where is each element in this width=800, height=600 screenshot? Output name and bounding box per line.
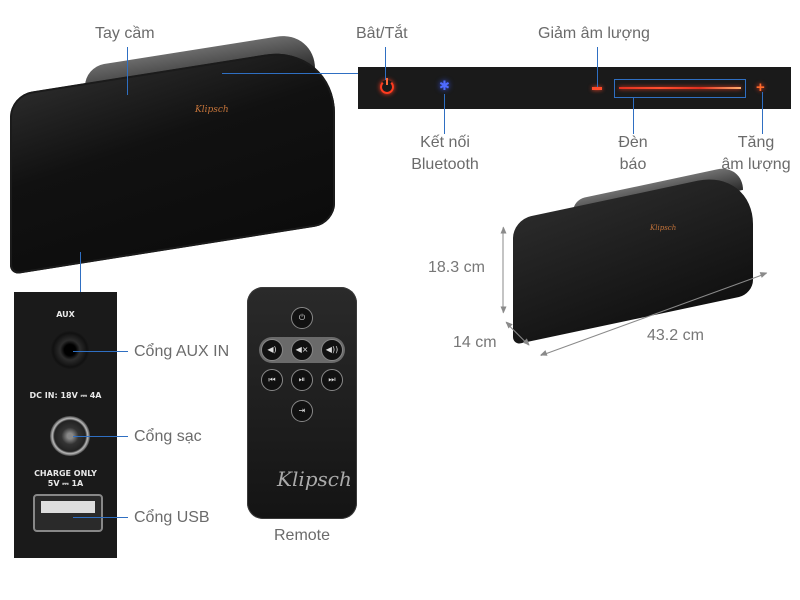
volume-down-label: Giảm âm lượng [538, 25, 650, 42]
aux-in-label: Cổng AUX IN [134, 343, 230, 360]
remote-mute-icon: ◀× [291, 339, 313, 361]
remote-volume-down-icon: ◀) [261, 339, 283, 361]
charge-label: Cổng sạc [134, 428, 202, 445]
remote-control: ⏻ ◀) ◀× ◀)) ⏮ ⏯ ⏭ ⇥ Klipsch [247, 287, 357, 519]
bluetooth-label-line1: Kết nối [420, 134, 470, 151]
charge-callout-line [73, 436, 128, 437]
volume-up-callout-line [762, 92, 763, 134]
indicator-label-line1: Đèn [618, 134, 648, 151]
speaker-body [10, 43, 335, 275]
remote-play-pause-icon: ⏯ [291, 369, 313, 391]
remote-label: Remote [273, 527, 331, 544]
port-panel-callout-line [80, 252, 81, 292]
indicator-label-line2: báo [619, 156, 647, 173]
aux-callout-line [73, 351, 128, 352]
klipsch-logo: Klipsch [195, 105, 229, 115]
remote-input-icon: ⇥ [291, 400, 313, 422]
remote-volume-up-icon: ◀)) [321, 339, 343, 361]
charge-only-text: CHARGE ONLY [34, 469, 97, 478]
bluetooth-callout-line [444, 94, 445, 134]
height-label: 18.3 cm [428, 259, 485, 276]
control-strip: ✱ + [358, 67, 791, 109]
led-indicator-bar [619, 87, 741, 89]
speaker-dimensions-view: Klipsch [513, 163, 753, 345]
usb-port-icon [33, 494, 103, 532]
control-strip-callout-line [222, 73, 359, 74]
speaker-front-view: Klipsch [10, 30, 335, 275]
aux-text: AUX [56, 310, 75, 319]
remote-next-icon: ⏭ [321, 369, 343, 391]
width-label: 43.2 cm [647, 327, 704, 344]
power-icon [380, 78, 394, 94]
power-label: Bât/Tắt [356, 25, 408, 42]
remote-power-icon: ⏻ [291, 307, 313, 329]
handle-label: Tay cầm [95, 25, 155, 42]
volume-up-label-line2: âm lượng [721, 156, 791, 173]
depth-label: 14 cm [453, 334, 497, 351]
volume-up-icon: + [756, 79, 765, 96]
usb-label: Cổng USB [134, 509, 210, 526]
bluetooth-icon: ✱ [439, 79, 450, 94]
charge-spec-text: 5V ⎓ 1A [47, 479, 84, 488]
speaker-dim-body [513, 168, 753, 345]
remote-previous-icon: ⏮ [261, 369, 283, 391]
volume-up-label-line1: Tăng [737, 134, 775, 151]
height-arrow [502, 227, 504, 313]
indicator-highlight [614, 79, 746, 98]
volume-down-callout-line [597, 47, 598, 87]
volume-down-icon [592, 87, 602, 90]
power-callout-line [385, 47, 386, 80]
handle-callout-line [127, 47, 128, 95]
indicator-callout-line [633, 97, 634, 134]
bluetooth-label-line2: Bluetooth [411, 156, 479, 173]
rear-port-panel: AUX DC IN: 18V ⎓ 4A CHARGE ONLY 5V ⎓ 1A [14, 292, 117, 558]
klipsch-logo-small: Klipsch [650, 224, 677, 232]
remote-klipsch-logo: Klipsch [277, 467, 352, 491]
dc-in-text: DC IN: 18V ⎓ 4A [29, 391, 102, 400]
usb-callout-line [73, 517, 128, 518]
aux-jack-icon [50, 330, 90, 370]
